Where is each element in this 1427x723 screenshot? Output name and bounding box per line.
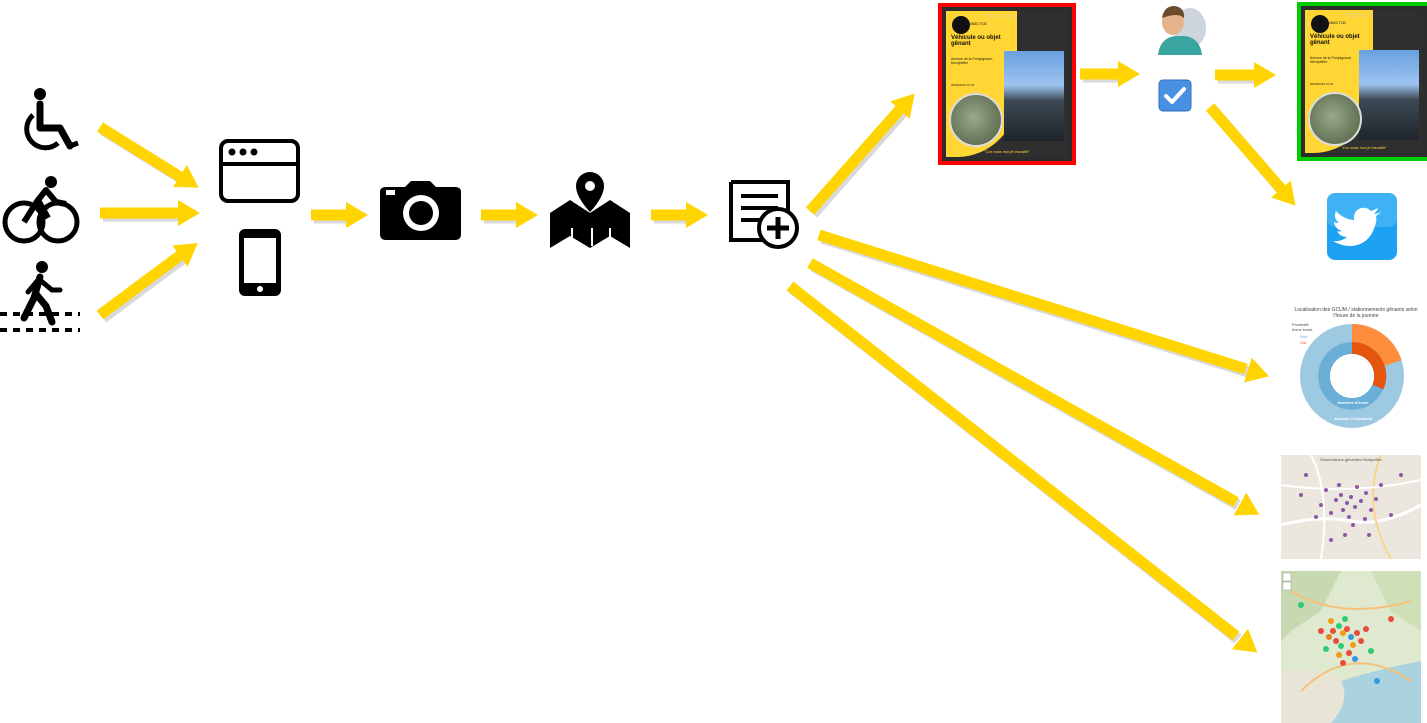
arrow-map-to-report [651,202,708,228]
twitter-icon [1327,193,1397,260]
report-markers [1298,602,1394,684]
arrow-wheelchair-to-devices [97,122,206,199]
wheelchair-icon [24,88,79,151]
arrow-cyclist-to-devices [100,200,200,226]
markers-map-thumbnail[interactable] [1281,571,1421,723]
card-brand: VIGILO [986,14,1015,20]
stats-chart-title: Localisation des GCUM / stationnements g… [1294,307,1418,319]
add-report-icon [729,180,799,249]
smartphone-icon [239,229,281,296]
checked-checkbox-icon [1158,79,1192,112]
card-date: 05/09/2019 07:34 [951,83,975,87]
card-photo [1359,50,1419,140]
verified-report-card[interactable]: VIGILO BNB8CT1B Véhicule ou objet gênant… [1297,2,1427,161]
card-brand: VIGILO [1345,13,1374,19]
card-date: 05/09/2019 07:34 [1310,82,1334,86]
camera-icon [380,181,461,240]
vigilo-logo [1309,13,1331,35]
density-map-canvas [1281,455,1421,559]
card-title: Véhicule ou objet gênant [951,35,1001,47]
stats-legend-item-no: Non [1300,334,1308,339]
stats-outer-ring-label: Journée et weekend [1333,416,1373,421]
arrow-report-to-density-map [807,258,1266,527]
card-plate: BNB8CT1B [966,21,987,26]
card-footer: "Car mais moi je travaille" [984,149,1030,154]
card-address: Avenue de la Pompignane, Montpellier [951,57,993,65]
arrow-report-to-unverified-card [805,84,925,218]
card-title: Véhicule ou objet gênant [1310,34,1360,46]
card-address: Avenue de la Pompignane, Montpellier [1310,56,1352,64]
stats-chart-thumbnail[interactable]: Localisation des GCUM / stationnements g… [1283,305,1427,430]
arrow-report-to-stats-chart [817,229,1273,389]
card-photo [1004,51,1064,141]
arrows [96,61,1306,663]
card-map [949,93,1003,147]
unverified-report-card[interactable]: VIGILO BNB8CT1B Véhicule ou objet gênant… [938,3,1076,165]
card-footer: "Car mais moi je travaille" [1341,145,1387,150]
arrow-card-to-moderator [1080,61,1140,87]
arrow-camera-to-map [481,202,538,228]
map-pin-icon [550,172,630,248]
vigilo-logo [950,14,972,36]
moderator-avatar-icon [1158,6,1206,55]
density-map-thumbnail[interactable]: Observations gênantes Montpellier [1281,455,1421,559]
arrow-moderator-to-twitter [1205,103,1306,215]
arrow-pedestrian-to-devices [96,232,206,323]
stats-inner-ring-label: Horaires d'école [1337,400,1369,405]
cyclist-icon [2,176,80,244]
browser-window-icon [219,139,300,203]
arrow-moderator-to-verified-card [1215,62,1276,88]
arrow-devices-to-camera [311,202,368,228]
card-map [1308,92,1362,146]
stats-donut [1300,324,1404,428]
card-plate: BNB8CT1B [1325,20,1346,25]
density-map-title: Observations gênantes Montpellier [1320,457,1382,462]
pedestrian-icon [0,261,80,332]
arrow-report-to-markers-map [786,281,1266,663]
markers-map-canvas [1281,571,1421,723]
stats-legend-item-yes: Oui [1300,340,1307,345]
stats-legend-title: Proximité d'une école [1292,322,1313,332]
